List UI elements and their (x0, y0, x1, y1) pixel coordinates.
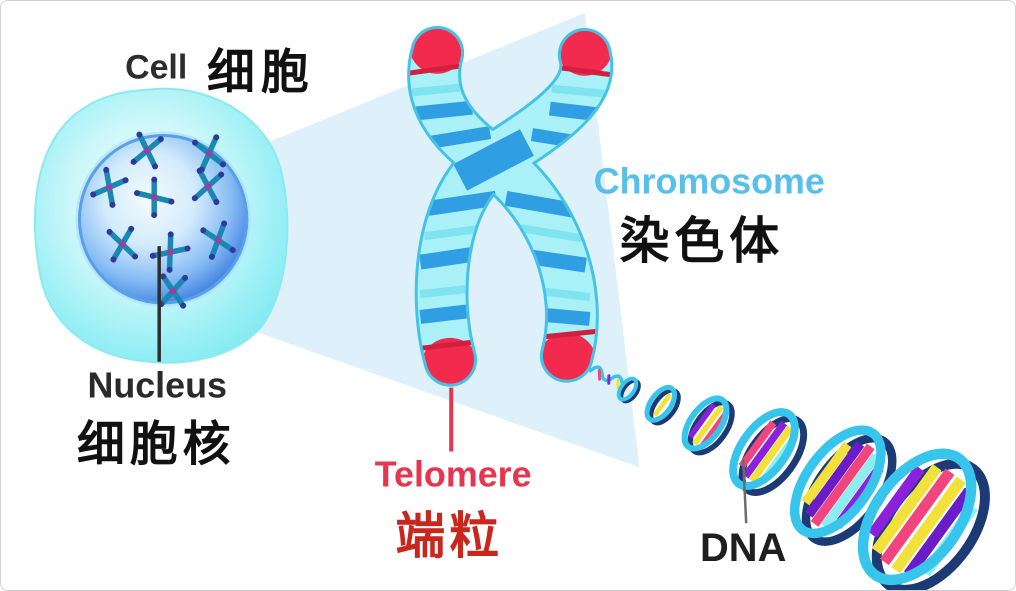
dna-helix (588, 365, 990, 590)
dna-squiggle (588, 365, 624, 385)
dna-pointer-line (741, 459, 748, 524)
telomere-cap-top-right (556, 19, 613, 76)
cell-illustration (33, 87, 289, 364)
chromosome-label-zh: 染色体 (620, 213, 784, 269)
cell-label-en: Cell (125, 49, 187, 87)
chromosome-label-en: Chromosome (594, 161, 825, 201)
dna-label: DNA (700, 526, 786, 570)
telomere-label-en: Telomere (375, 454, 532, 494)
telomere-cap-bottom-right (536, 332, 597, 393)
telomere-cap-bottom-left (420, 337, 481, 398)
chromosome-illustration (404, 17, 619, 398)
nucleus-label-zh: 细胞核 (77, 418, 235, 471)
cell-label-zh: 细胞 (207, 47, 315, 100)
telomere-cap-top-left (409, 17, 466, 74)
nucleus-label-en: Nucleus (87, 366, 227, 406)
chromosome-bands (404, 17, 619, 398)
telomere-label-zh: 端粒 (395, 508, 503, 564)
